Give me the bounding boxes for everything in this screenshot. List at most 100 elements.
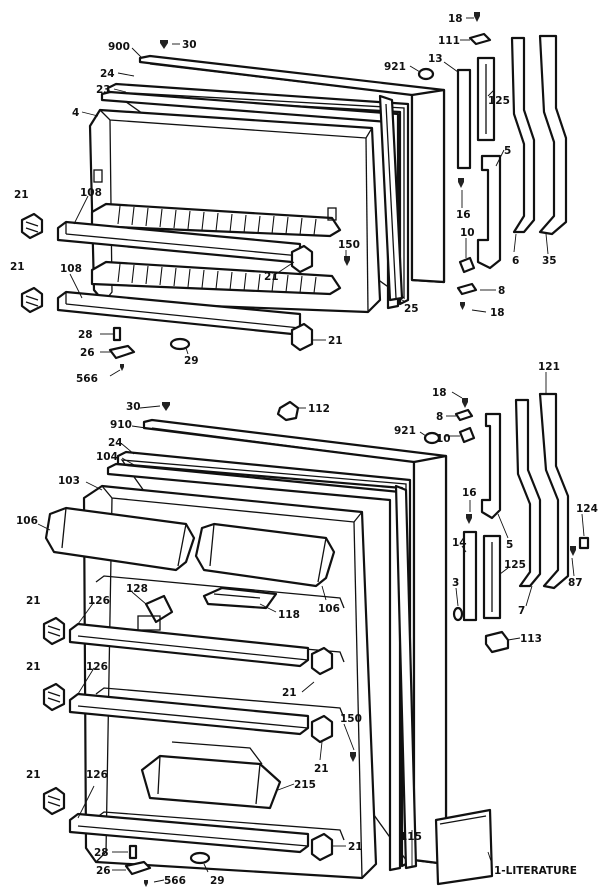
label-128: 128 bbox=[126, 583, 148, 595]
label-921: 921 bbox=[384, 61, 406, 73]
door-bar-126-c bbox=[68, 812, 310, 854]
dairy-compartment-right bbox=[194, 522, 336, 588]
label-10: 10 bbox=[436, 433, 451, 445]
label-16: 16 bbox=[456, 209, 471, 221]
retainer-21-la bbox=[42, 616, 66, 646]
label-103: 103 bbox=[58, 475, 80, 487]
label-21: 21 bbox=[26, 661, 41, 673]
label-28: 28 bbox=[78, 329, 93, 341]
egg-tray bbox=[202, 586, 278, 610]
label-35: 35 bbox=[542, 255, 557, 267]
label-29: 29 bbox=[184, 355, 199, 367]
label-7: 7 bbox=[518, 605, 525, 617]
label-125: 125 bbox=[504, 559, 526, 571]
fresh-food-small-parts bbox=[124, 400, 356, 887]
label-21: 21 bbox=[314, 763, 329, 775]
retainer-21-rc bbox=[310, 832, 334, 862]
freezer-leader-lines bbox=[69, 17, 549, 377]
label-87: 87 bbox=[568, 577, 583, 589]
label-215: 215 bbox=[294, 779, 316, 791]
label-5: 5 bbox=[504, 145, 511, 157]
dairy-compartment-left bbox=[44, 506, 196, 572]
label-23: 23 bbox=[96, 84, 111, 96]
retainer-21-ml bbox=[20, 286, 44, 314]
freezer-door-assembly bbox=[20, 12, 568, 377]
label-6: 6 bbox=[512, 255, 519, 267]
fresh-food-side-strip bbox=[394, 484, 418, 870]
label-108: 108 bbox=[60, 263, 82, 275]
retainer-21-rb bbox=[310, 714, 334, 744]
label-126: 126 bbox=[88, 595, 110, 607]
retainer-21-lb bbox=[42, 682, 66, 712]
fresh-food-hinge-parts bbox=[423, 392, 590, 654]
label-124: 124 bbox=[576, 503, 598, 515]
label-30: 30 bbox=[126, 401, 141, 413]
label-21: 21 bbox=[264, 271, 279, 283]
freezer-callouts: 18 111 900 30 921 13 24 23 4 125 5 16 21… bbox=[10, 13, 557, 385]
label-24: 24 bbox=[100, 68, 115, 80]
label-26: 26 bbox=[80, 347, 95, 359]
freezer-inner-liner bbox=[88, 108, 382, 314]
label-10: 10 bbox=[460, 227, 475, 239]
label-113: 113 bbox=[520, 633, 542, 645]
label-21: 21 bbox=[14, 189, 29, 201]
label-115: 115 bbox=[400, 831, 422, 843]
label-4: 4 bbox=[72, 107, 79, 119]
label-26: 26 bbox=[96, 865, 111, 877]
freezer-small-parts bbox=[108, 40, 350, 371]
label-566: 566 bbox=[76, 373, 98, 385]
label-118: 118 bbox=[278, 609, 300, 621]
fresh-food-door-assembly bbox=[37, 372, 590, 887]
label-108: 108 bbox=[80, 187, 102, 199]
fresh-food-callouts: 121 18 30 112 8 910 921 10 24 104 103 16… bbox=[16, 361, 598, 887]
label-13: 13 bbox=[428, 53, 443, 65]
label-126: 126 bbox=[86, 769, 108, 781]
label-5: 5 bbox=[506, 539, 513, 551]
freezer-hinge-parts bbox=[417, 12, 568, 310]
label-126: 126 bbox=[86, 661, 108, 673]
label-104: 104 bbox=[96, 451, 118, 463]
label-18: 18 bbox=[448, 13, 463, 25]
freezer-gasket bbox=[100, 82, 410, 310]
label-16: 16 bbox=[462, 487, 477, 499]
retainer-21-r1 bbox=[290, 244, 314, 274]
label-3: 3 bbox=[452, 577, 459, 589]
label-125: 125 bbox=[488, 95, 510, 107]
label-112: 112 bbox=[308, 403, 330, 415]
label-literature: 1-LITERATURE bbox=[494, 865, 577, 877]
label-111: 111 bbox=[438, 35, 460, 47]
label-921: 921 bbox=[394, 425, 416, 437]
freezer-outer-door bbox=[138, 54, 446, 284]
label-29: 29 bbox=[210, 875, 225, 887]
label-150: 150 bbox=[340, 713, 362, 725]
label-21: 21 bbox=[10, 261, 25, 273]
retainer-21-ra bbox=[310, 646, 334, 676]
label-25: 25 bbox=[404, 303, 419, 315]
label-566: 566 bbox=[164, 875, 186, 887]
label-106: 106 bbox=[16, 515, 38, 527]
freezer-side-strip bbox=[378, 94, 404, 302]
label-8: 8 bbox=[436, 411, 443, 423]
label-21: 21 bbox=[282, 687, 297, 699]
fresh-food-leader-lines bbox=[37, 372, 585, 883]
label-21: 21 bbox=[328, 335, 343, 347]
bin-215 bbox=[140, 741, 282, 810]
flap-128 bbox=[137, 594, 174, 631]
label-18: 18 bbox=[490, 307, 505, 319]
label-28: 28 bbox=[94, 847, 109, 859]
label-18: 18 bbox=[432, 387, 447, 399]
literature-booklet bbox=[434, 808, 494, 886]
label-24: 24 bbox=[108, 437, 123, 449]
label-21: 21 bbox=[348, 841, 363, 853]
label-30: 30 bbox=[182, 39, 197, 51]
label-8: 8 bbox=[498, 285, 505, 297]
label-900: 900 bbox=[108, 41, 130, 53]
label-14: 14 bbox=[452, 537, 467, 549]
label-150: 150 bbox=[338, 239, 360, 251]
label-106: 106 bbox=[318, 603, 340, 615]
label-121: 121 bbox=[538, 361, 560, 373]
retainer-21-lc bbox=[42, 786, 66, 816]
label-21: 21 bbox=[26, 769, 41, 781]
label-910: 910 bbox=[110, 419, 132, 431]
